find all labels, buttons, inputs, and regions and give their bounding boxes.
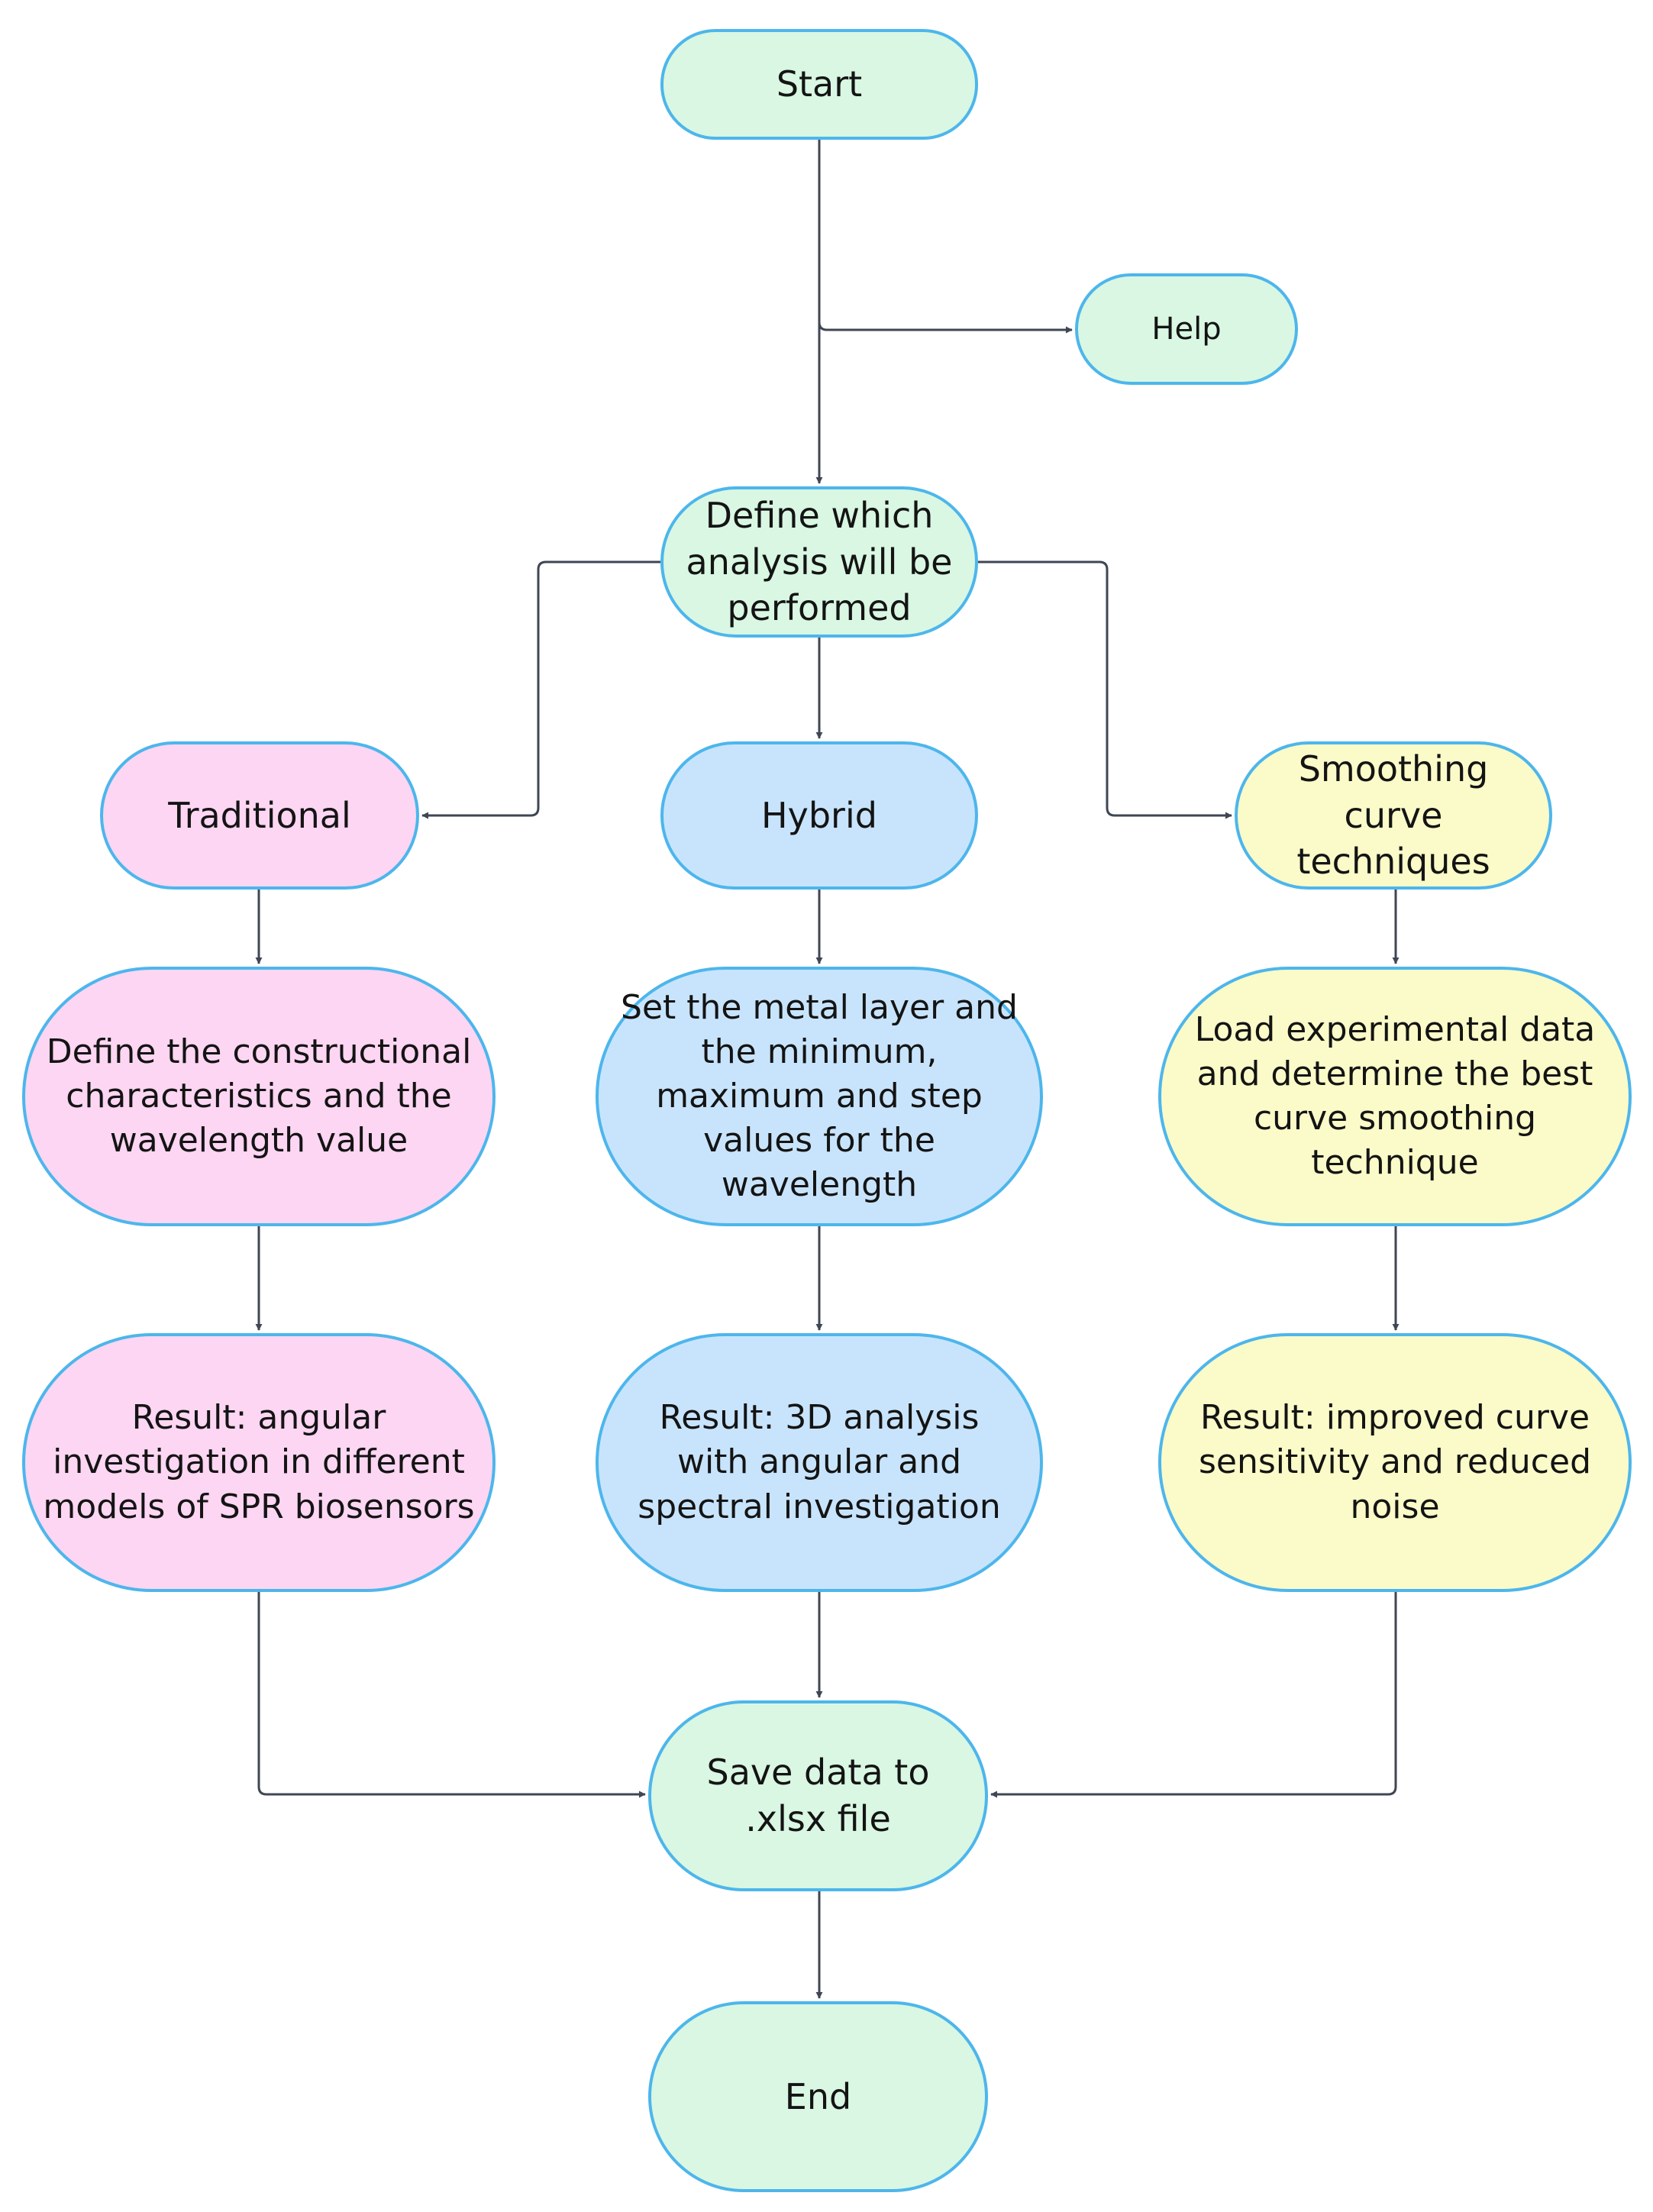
hybrid-node: Hybrid [660, 741, 978, 890]
help-label: Help [1151, 311, 1222, 347]
traditional-label: Traditional [168, 794, 351, 836]
traditional-step-node: Define the constructional characteristic… [22, 967, 496, 1226]
edge-trad-result-to-save [257, 1592, 646, 1798]
edge-define-to-smoothing [978, 560, 1232, 819]
save-data-node: Save data to .xlsx file [648, 1700, 988, 1891]
traditional-step-label: Define the constructional characteristic… [46, 1032, 472, 1161]
save-data-label: Save data to .xlsx file [706, 1752, 930, 1839]
traditional-result-label: Result: angular investigation in differe… [43, 1398, 475, 1526]
edge-start-to-help [818, 321, 1073, 334]
smoothing-step-label: Load experimental data and determine the… [1194, 1009, 1596, 1183]
smoothing-result-node: Result: improved curve sensitivity and r… [1158, 1333, 1632, 1592]
traditional-result-node: Result: angular investigation in differe… [22, 1333, 496, 1592]
hybrid-step-node: Set the metal layer and the minimum, max… [596, 967, 1043, 1226]
hybrid-result-node: Result: 3D analysis with angular and spe… [596, 1333, 1043, 1592]
start-label: Start [776, 63, 863, 105]
start-node: Start [660, 29, 978, 140]
smoothing-step-node: Load experimental data and determine the… [1158, 967, 1632, 1226]
end-node: End [648, 2001, 988, 2192]
smoothing-label: Smoothing curve techniques [1296, 748, 1490, 883]
smoothing-result-label: Result: improved curve sensitivity and r… [1198, 1398, 1591, 1526]
traditional-node: Traditional [100, 741, 419, 890]
define-analysis-node: Define which analysis will be performed [660, 486, 978, 638]
hybrid-step-label: Set the metal layer and the minimum, max… [621, 987, 1018, 1205]
define-analysis-label: Define which analysis will be performed [686, 494, 953, 629]
hybrid-result-label: Result: 3D analysis with angular and spe… [638, 1398, 1001, 1526]
edge-smooth-result-to-save [990, 1592, 1397, 1798]
hybrid-label: Hybrid [761, 794, 877, 836]
smoothing-node: Smoothing curve techniques [1235, 741, 1552, 890]
end-label: End [784, 2075, 852, 2117]
help-node: Help [1075, 273, 1298, 385]
edge-define-to-traditional [421, 560, 660, 819]
